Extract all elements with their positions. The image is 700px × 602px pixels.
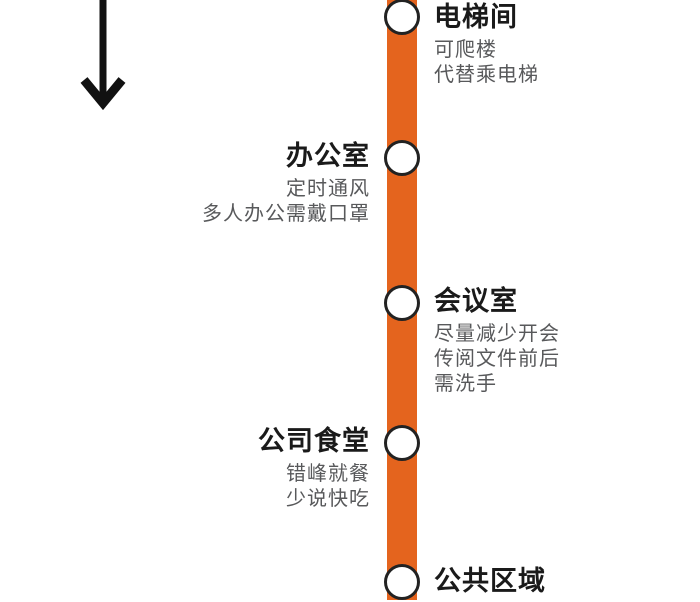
down-arrow-icon — [80, 0, 126, 111]
timeline-node: 电梯间 可爬楼 代替乘电梯 — [434, 2, 539, 88]
node-detail-line: 定时通风 — [286, 178, 370, 200]
timeline-node: 会议室 尽量减少开会 传阅文件前后 需洗手 — [434, 286, 560, 397]
node-title: 电梯间 — [434, 2, 518, 32]
node-marker — [384, 0, 420, 35]
timeline-node: 公共区域 — [434, 566, 546, 602]
node-detail-line: 少说快吃 — [286, 488, 370, 510]
node-detail-line: 代替乘电梯 — [434, 64, 539, 86]
node-title: 办公室 — [286, 141, 370, 171]
node-detail-line: 尽量减少开会 — [434, 323, 560, 345]
node-title: 公司食堂 — [258, 426, 370, 456]
node-title: 公共区域 — [434, 566, 546, 596]
node-detail-line: 多人办公需戴口罩 — [202, 203, 370, 225]
node-detail-line: 错峰就餐 — [286, 463, 370, 485]
node-marker — [384, 140, 420, 176]
timeline-node: 公司食堂 错峰就餐 少说快吃 — [258, 426, 370, 512]
node-detail-line: 需洗手 — [434, 373, 497, 395]
node-marker — [384, 425, 420, 461]
node-marker — [384, 285, 420, 321]
node-marker — [384, 564, 420, 600]
node-detail-line: 传阅文件前后 — [434, 348, 560, 370]
node-detail-line: 可爬楼 — [434, 39, 497, 61]
node-title: 会议室 — [434, 286, 518, 316]
timeline-node: 办公室 定时通风 多人办公需戴口罩 — [202, 141, 370, 227]
